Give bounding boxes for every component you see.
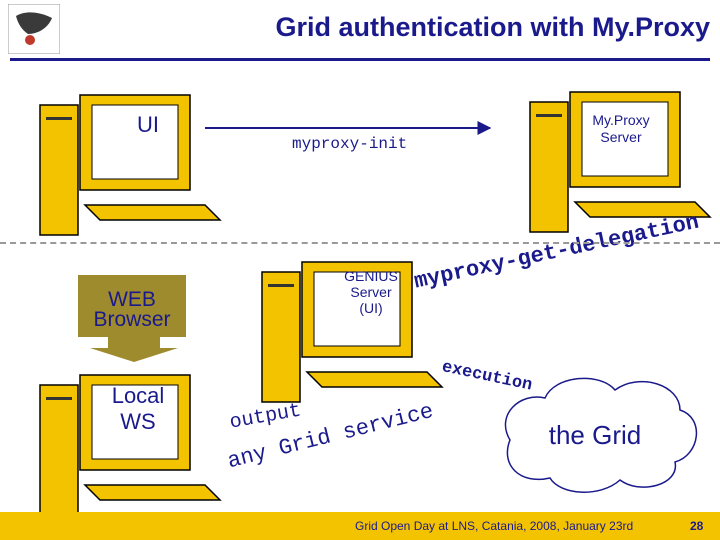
footer-bar <box>0 512 720 540</box>
page-number: 28 <box>690 519 704 533</box>
web-browser-box <box>78 275 186 337</box>
web-browser-label: WEB Browser <box>93 288 171 331</box>
ui-label: UI <box>137 112 159 137</box>
footer-text: Grid Open Day at LNS, Catania, 2008, Jan… <box>355 519 634 533</box>
browser-down-arrow <box>90 337 178 362</box>
grid-cloud <box>504 377 697 493</box>
page-title: Grid authentication with My.Proxy <box>275 12 710 42</box>
local-ws-label: Local WS <box>111 383 165 434</box>
grid-label: the Grid <box>548 420 642 450</box>
myproxy-init-label: myproxy-init <box>292 135 408 153</box>
title-rule <box>10 58 710 61</box>
logo <box>8 4 60 54</box>
genius-server-label: GENIUS Server (UI) <box>344 268 398 316</box>
separator-line <box>0 242 720 244</box>
myproxy-server-label: My.Proxy Server <box>592 112 650 145</box>
